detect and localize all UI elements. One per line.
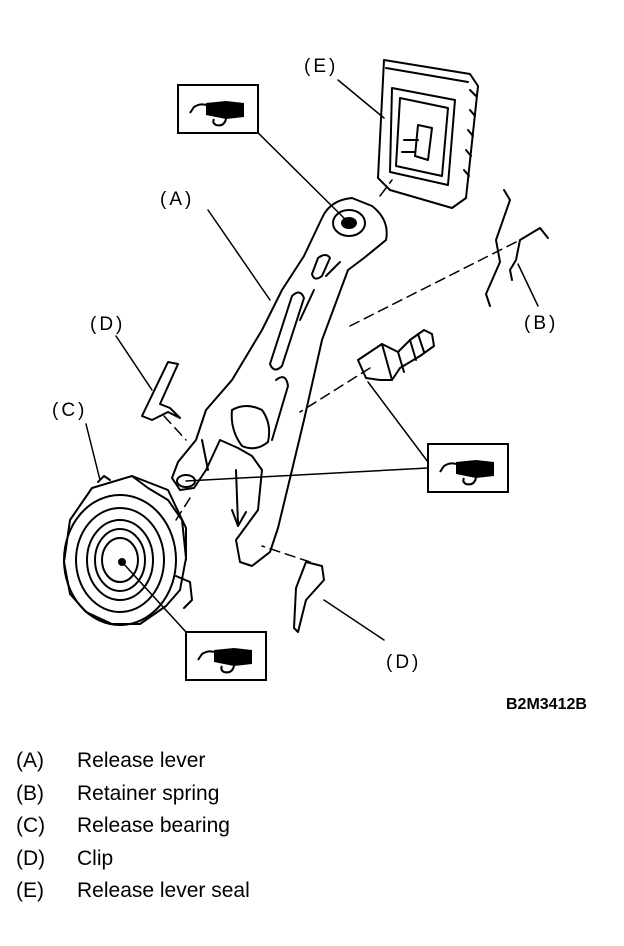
legend-text: Release lever	[77, 749, 206, 772]
grease-gun-icon	[185, 631, 267, 681]
legend-item: (E) Release lever seal	[16, 878, 536, 911]
legend-letter: (E)	[16, 879, 44, 903]
release-bearing	[63, 475, 193, 626]
legend-letter: (A)	[16, 749, 44, 772]
legend-item: (D) Clip	[16, 846, 536, 879]
release-lever-seal	[377, 59, 479, 209]
callout-e: (E)	[304, 56, 338, 77]
legend-item: (B) Retainer spring	[16, 781, 536, 814]
legend-item: (C) Release bearing	[16, 813, 536, 846]
figure-reference-code: B2M3412B	[506, 696, 587, 713]
clutch-release-diagram: (E) (A) (B) (D) (C) (D)	[52, 56, 558, 681]
clip-lower	[293, 561, 325, 633]
grease-gun-icon	[427, 443, 509, 493]
grease-gun-icon	[177, 84, 259, 134]
legend-text: Retainer spring	[77, 781, 220, 805]
legend-text: Release lever seal	[77, 879, 250, 903]
callout-d-lower: (D)	[386, 652, 421, 673]
retainer-spring	[485, 189, 549, 307]
pivot-bolt	[357, 329, 435, 381]
callout-d-upper: (D)	[90, 314, 125, 335]
legend-item: (A) Release lever	[16, 748, 536, 781]
callout-a: (A)	[160, 189, 194, 210]
legend-text: Release bearing	[77, 814, 230, 838]
callout-c: (C)	[52, 400, 87, 421]
legend-letter: (B)	[16, 781, 44, 805]
parts-legend: (A) Release lever (B) Retainer spring (C…	[16, 748, 536, 911]
legend-letter: (D)	[16, 846, 46, 870]
legend-text: Clip	[77, 846, 114, 870]
release-lever	[171, 197, 388, 567]
legend-letter: (C)	[16, 814, 46, 838]
clip-upper	[141, 361, 181, 421]
callout-b: (B)	[524, 313, 558, 334]
